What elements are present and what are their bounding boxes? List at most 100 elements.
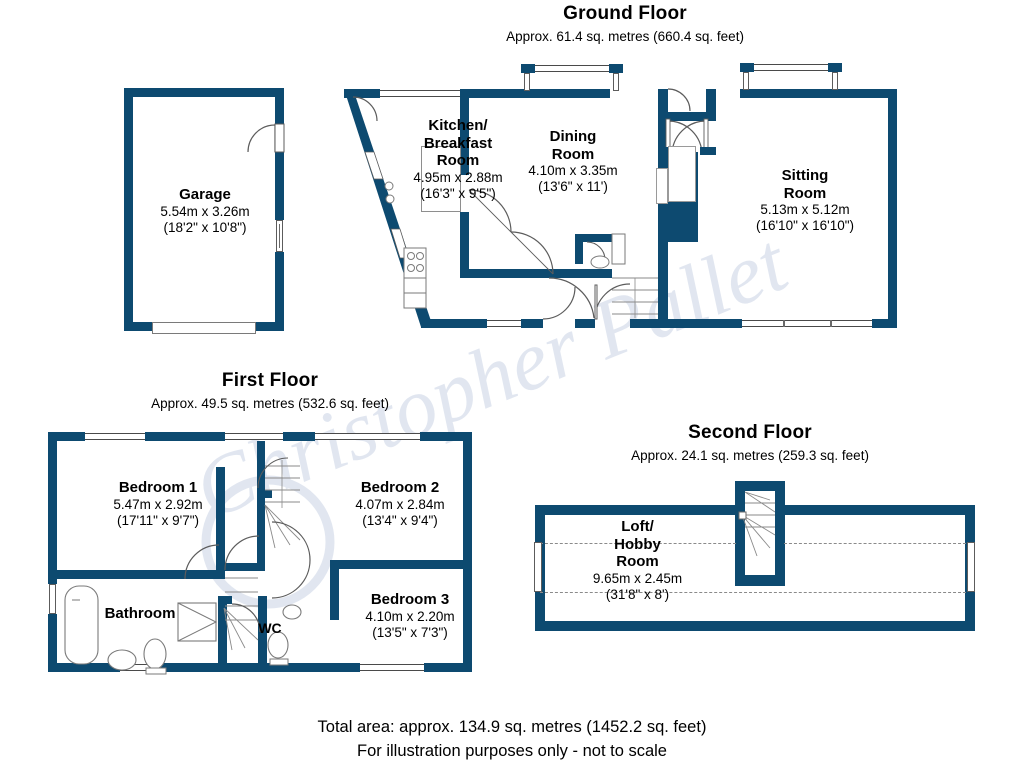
- ff-window-bed1: [85, 433, 145, 440]
- bedroom1-name: Bedroom 1: [118, 479, 198, 496]
- room-label-bedroom1: Bedroom 1 5.47m x 2.92m (17'11" x 9'7"): [78, 479, 238, 529]
- garage-dim-imperial: (18'2" x 10'8"): [163, 219, 247, 235]
- bedroom2-dim-metric: 4.07m x 2.84m: [355, 496, 445, 512]
- kitchen-name-2: Breakfast: [423, 134, 493, 152]
- gf-dining-bay-side-right: [613, 73, 619, 91]
- sf-rooflight-right: [967, 542, 975, 592]
- bedroom1-dim-metric: 5.47m x 2.92m: [113, 496, 203, 512]
- ff-wall-top-d: [420, 432, 472, 441]
- garage-name: Garage: [179, 186, 231, 203]
- gf-window-sitting-mullion-1: [783, 320, 785, 327]
- gf-wall-bottom-mid3: [630, 319, 742, 328]
- sf-wall-top-left: [535, 505, 735, 515]
- sf-stairbox-right: [775, 481, 785, 586]
- bedroom1-dim-imperial: (17'11" x 9'7"): [116, 512, 200, 528]
- garage-wall-right-lower: [275, 252, 284, 331]
- gf-dining-bay-right: [609, 64, 623, 73]
- room-label-bathroom: Bathroom: [70, 605, 210, 623]
- gf-wall-bottom-left: [421, 319, 487, 328]
- ff-wall-landing-left: [257, 441, 265, 571]
- sf-eaves-line-bottom: [540, 592, 966, 593]
- garage-wall-bottom-right: [256, 322, 284, 331]
- room-label-dining: Dining Room 4.10m x 3.35m (13'6" x 11'): [498, 128, 648, 195]
- ff-wall-top-b: [145, 432, 225, 441]
- ff-wall-bed1-right: [216, 467, 225, 579]
- room-label-kitchen: Kitchen/ Breakfast Room 4.95m x 2.88m (1…: [383, 117, 533, 202]
- gf-wall-top-sitting-seg: [740, 89, 897, 98]
- ff-wall-bottom-b: [160, 663, 360, 672]
- sf-rooflight-left: [534, 542, 542, 592]
- garage-wall-bottom-left: [124, 322, 152, 331]
- ground-floor-subtitle: Approx. 61.4 sq. metres (660.4 sq. feet): [506, 29, 744, 44]
- sf-stairbox-left: [735, 481, 745, 586]
- bedroom2-dim-imperial: (13'4" x 9'4"): [362, 512, 438, 528]
- dining-name-1: Dining: [549, 128, 597, 145]
- gf-porch-lintel: [658, 112, 716, 121]
- wc-name: WC: [258, 620, 282, 636]
- gf-bay-right: [828, 63, 842, 72]
- ff-window-landing: [225, 433, 283, 440]
- gf-window-sitting-rear: [742, 320, 872, 327]
- gf-bay-left: [740, 63, 754, 72]
- ff-wall-bathroom-right: [218, 596, 227, 664]
- kitchen-dim-metric: 4.95m x 2.88m: [413, 170, 503, 186]
- gf-wall-dining-bottom: [460, 269, 612, 278]
- garage-dim-metric: 5.54m x 3.26m: [160, 203, 250, 219]
- gf-dining-bay-side-left: [524, 73, 530, 91]
- gf-wall-kitchen-dining: [460, 89, 469, 175]
- kitchen-name-1: Kitchen/: [428, 117, 488, 134]
- gf-cloak-wall-top: [575, 234, 625, 242]
- ff-wall-wc-right: [258, 596, 267, 664]
- ff-window-wc: [120, 664, 160, 671]
- gf-window-sitting-front: [754, 64, 828, 71]
- gf-wall-bottom-right: [872, 319, 897, 328]
- loft-dim-imperial: (31'8" x 8'): [605, 586, 670, 602]
- sf-eaves-line-top: [540, 543, 736, 544]
- room-label-sitting: Sitting Room 5.13m x 5.12m (16'10" x 16'…: [722, 167, 888, 234]
- ff-wall-bottom-c: [424, 663, 472, 672]
- gf-window-sitting-mullion-2: [830, 320, 832, 327]
- garage-wall-right: [275, 88, 284, 125]
- sf-wall-bottom: [535, 621, 975, 631]
- ground-floor-title: Ground Floor: [563, 3, 687, 24]
- ff-wall-left-mid: [48, 467, 57, 584]
- sitting-dim-metric: 5.13m x 5.12m: [760, 202, 850, 218]
- gf-window-kitchen-rear: [487, 320, 521, 327]
- gf-window-dining-front: [535, 65, 609, 72]
- garage-window-mullion: [279, 224, 280, 248]
- second-floor-title: Second Floor: [688, 422, 812, 443]
- dining-name-2: Room: [551, 145, 595, 163]
- gf-fire-opening: [656, 168, 668, 204]
- bathroom-name: Bathroom: [104, 605, 176, 622]
- ff-window-bathroom: [49, 584, 56, 614]
- dining-dim-metric: 4.10m x 3.35m: [528, 163, 618, 179]
- room-label-bedroom3: Bedroom 3 4.10m x 2.20m (13'5" x 7'3"): [330, 591, 490, 641]
- dining-dim-imperial: (13'6" x 11'): [538, 179, 608, 195]
- gf-wall-kitchen-dining-lower: [460, 212, 469, 278]
- garage-wall-top: [124, 88, 284, 97]
- ff-window-bed2: [315, 433, 420, 440]
- ff-wall-top-a: [48, 432, 85, 441]
- ff-wall-landing-bottom: [225, 563, 265, 571]
- gf-kitchen-cupboard: [421, 146, 461, 212]
- gf-dining-bay-left: [521, 64, 535, 73]
- gf-wall-bottom-mid1: [521, 319, 543, 328]
- gf-porch-right-wall: [706, 89, 716, 119]
- gf-porch-step-right: [700, 147, 716, 155]
- loft-name-1: Loft/: [621, 518, 654, 535]
- sf-wall-top-right: [785, 505, 975, 515]
- second-floor-subtitle: Approx. 24.1 sq. metres (259.3 sq. feet): [631, 448, 869, 463]
- ff-wall-bottom-a: [48, 663, 120, 672]
- footer-disclaimer: For illustration purposes only - not to …: [357, 742, 667, 760]
- footer-total-area: Total area: approx. 134.9 sq. metres (14…: [317, 718, 707, 736]
- ff-wall-wc-top: [218, 596, 232, 604]
